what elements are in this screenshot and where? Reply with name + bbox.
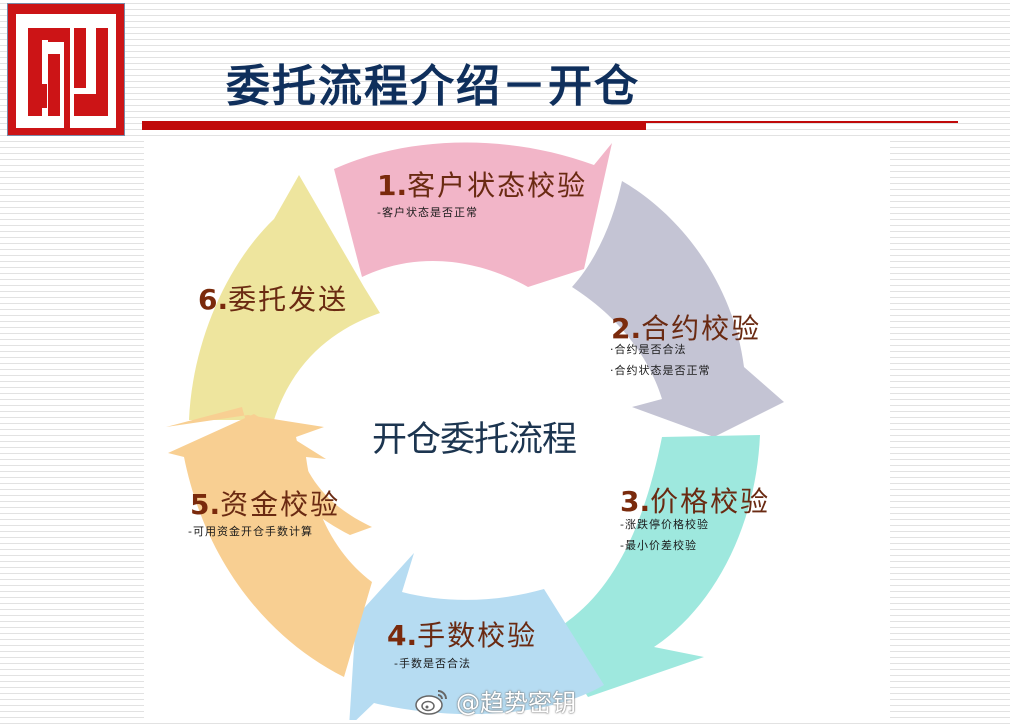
step-1-notes: -客户状态是否正常 (377, 202, 478, 223)
step-2-label: 合约校验 (641, 312, 762, 345)
arrow-step-4 (349, 553, 604, 720)
arrow-step-5 (166, 407, 372, 535)
step-5-label: 资金校验 (220, 488, 341, 521)
step-3-title: 3.价格校验 (620, 480, 770, 520)
step-6-title: 6.委托发送 (198, 278, 348, 318)
step-3-note-1: -涨跌停价格校验 (620, 518, 709, 531)
step-4-title: 4.手数校验 (387, 614, 537, 654)
step-4-number: 4. (387, 619, 418, 652)
step-5-number: 5. (190, 488, 221, 521)
arrow-step-5-body (168, 414, 372, 677)
step-3-notes: -涨跌停价格校验 -最小价差校验 (620, 514, 709, 556)
center-label: 开仓委托流程 (372, 420, 577, 460)
step-2-title: 2.合约校验 (611, 307, 761, 347)
arrow-step-6 (189, 175, 380, 420)
step-6-label: 委托发送 (228, 283, 349, 316)
step-4-notes: -手数是否合法 (394, 653, 471, 674)
weibo-icon (415, 689, 447, 715)
arrow-step-2 (572, 181, 784, 437)
process-cycle-diagram: 1.客户状态校验 -客户状态是否正常 2.合约校验 ·合约是否合法 ·合约状态是… (144, 137, 890, 720)
step-6-number: 6. (198, 283, 229, 316)
step-2-note-2: ·合约状态是否正常 (610, 364, 711, 377)
step-2-notes: ·合约是否合法 ·合约状态是否正常 (610, 339, 711, 381)
page-title: 委托流程介绍－开仓 (226, 61, 640, 112)
step-1-note-1: -客户状态是否正常 (377, 206, 478, 219)
arrow-step-3 (548, 435, 760, 697)
company-logo (7, 3, 125, 136)
cycle-arrows (166, 142, 784, 720)
step-2-number: 2. (611, 312, 642, 345)
gta-logo-icon (16, 14, 116, 128)
watermark-text: @趋势密钥 (456, 689, 576, 717)
step-5-notes: -可用资金开仓手数计算 (188, 521, 313, 542)
step-3-note-2: -最小价差校验 (620, 539, 697, 552)
step-2-note-1: ·合约是否合法 (610, 343, 687, 356)
step-5-note-1: -可用资金开仓手数计算 (188, 525, 313, 538)
title-underline-thin (646, 121, 958, 123)
step-5-title: 5.资金校验 (190, 483, 340, 523)
step-3-number: 3. (620, 485, 651, 518)
step-3-label: 价格校验 (650, 485, 771, 518)
step-1-number: 1. (377, 169, 408, 202)
arrow-step-1 (334, 142, 612, 287)
title-underline-thick (142, 121, 646, 130)
step-4-note-1: -手数是否合法 (394, 657, 471, 670)
step-1-label: 客户状态校验 (407, 169, 588, 202)
step-1-title: 1.客户状态校验 (377, 164, 587, 204)
weibo-watermark: @趋势密钥 (414, 683, 576, 718)
step-4-label: 手数校验 (417, 619, 538, 652)
